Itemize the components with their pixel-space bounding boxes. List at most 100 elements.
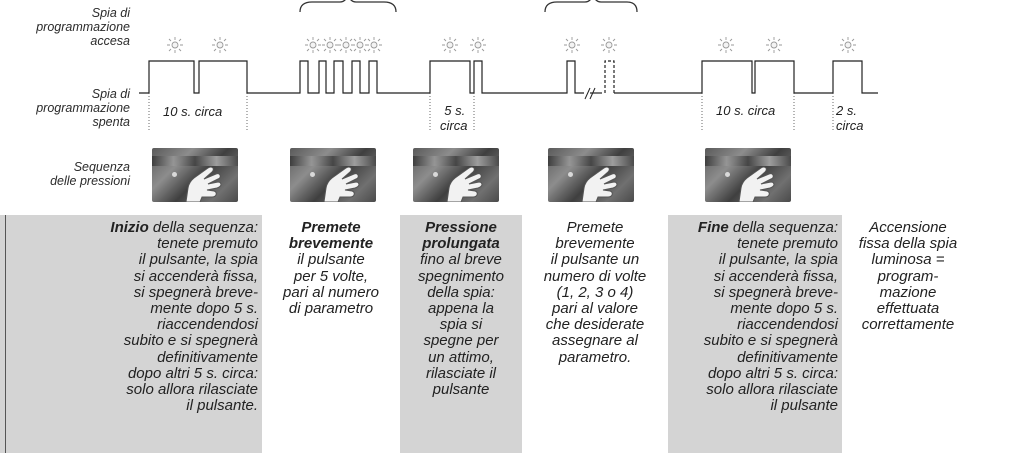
description-line: riaccendendosi	[20, 317, 258, 333]
description-emphasis: Inizio	[110, 219, 149, 236]
description-line: si accenderà fissa,	[672, 267, 838, 285]
led-off-label: Spia di programmazione spenta	[36, 87, 130, 129]
panel-bg-white	[262, 215, 400, 453]
description-line: definitivamente	[672, 349, 838, 366]
description-line: effettuata	[842, 300, 974, 317]
description-line: riaccendendosi	[672, 317, 838, 333]
description-line: fissa della spia	[842, 236, 974, 252]
description-line: dopo altri 5 s. circa:	[672, 364, 838, 382]
duration-label-3: 10 s. circa	[716, 103, 776, 118]
description-line: il pulsante, la spia	[20, 252, 258, 268]
description-line: program-	[842, 267, 974, 285]
button-press-photo	[290, 148, 376, 202]
description-text: della sequenza:	[148, 219, 258, 236]
description-text: solo allora rilasciate	[126, 381, 258, 399]
description-line: il pulsante.	[20, 398, 258, 414]
description-line: luminosa =	[842, 252, 974, 268]
led-waveform	[139, 60, 584, 94]
description-text: appena la	[428, 300, 494, 318]
description-text: dopo altri 5 s. circa:	[127, 364, 258, 382]
description-line: fino al breve	[400, 252, 522, 268]
button-press-photo	[152, 148, 238, 202]
description-line: si accenderà fissa,	[20, 267, 258, 285]
description-text: il pulsante.	[186, 397, 258, 415]
description-text: Accensione	[869, 219, 947, 236]
description-text: brevemente	[555, 235, 635, 253]
duration-label-4: 2 s. circa	[836, 103, 864, 133]
description-text: spia si	[439, 316, 483, 334]
description-text: si spegnerà breve-	[713, 283, 838, 301]
description-line: un attimo,	[400, 349, 522, 366]
description-emphasis: Fine	[697, 219, 729, 236]
description-text: fissa della spia	[858, 235, 958, 253]
description-line: Fine della sequenza:	[672, 219, 838, 236]
description-text: tenete premuto	[737, 235, 838, 253]
description-text: luminosa =	[871, 251, 945, 269]
led-waveform-end	[614, 60, 878, 94]
led-waveform-dashed	[604, 60, 615, 93]
description-line: Inizio della sequenza:	[20, 219, 258, 236]
description-text: per 5 volte,	[293, 267, 369, 285]
description-text: dopo altri 5 s. circa:	[707, 364, 838, 382]
description-line: subito e si spegnerà	[20, 333, 258, 349]
description-line: spegne per	[400, 333, 522, 349]
description-line: pulsante	[400, 381, 522, 398]
break-mark	[584, 87, 591, 100]
description-text: program-	[877, 267, 939, 285]
button-press-photo	[705, 148, 791, 202]
description-line: assegnare al	[522, 333, 668, 349]
description-line: solo allora rilasciate	[20, 381, 258, 399]
hand-pressing-button-icon	[581, 166, 618, 202]
description-text: di parametro	[288, 300, 374, 318]
description-text: solo allora rilasciate	[706, 381, 838, 399]
description-text: il pulsante un	[550, 251, 640, 269]
description-line: Pressione	[400, 219, 522, 236]
duration-label-2: 5 s. circa	[440, 103, 468, 133]
description-text: della sequenza:	[728, 219, 838, 236]
description-text: spegnimento	[418, 267, 504, 285]
description-text: della spia:	[427, 283, 495, 301]
description-text: Premete	[566, 219, 624, 236]
hand-pressing-button-icon	[185, 166, 222, 202]
description-line: solo allora rilasciate	[672, 381, 838, 399]
description-text: mazione	[879, 283, 937, 301]
description-line: mente dopo 5 s.	[20, 300, 258, 318]
description-text: che desiderate	[545, 316, 645, 334]
description-line: brevemente	[262, 236, 400, 252]
description-text: assegnare al	[552, 332, 638, 350]
description-text: mente dopo 5 s.	[150, 300, 258, 318]
hand-pressing-button-icon	[446, 166, 483, 202]
press-sequence-label: Sequenza delle pressioni	[50, 160, 130, 188]
description-text: si accenderà fissa,	[133, 267, 258, 285]
description-line: rilasciate il	[400, 365, 522, 382]
description-emphasis: prolungata	[422, 235, 500, 253]
break-mark	[589, 87, 596, 100]
description-line: mente dopo 5 s.	[672, 300, 838, 317]
description-line: pari al valore	[522, 300, 668, 317]
description-text: il pulsante	[297, 251, 365, 269]
description-line: dopo altri 5 s. circa:	[20, 364, 258, 382]
description-text: pari al numero	[283, 283, 379, 301]
description-line: spegnimento	[400, 267, 522, 285]
description-text: si accenderà fissa,	[713, 267, 838, 285]
description-line: numero di volte	[522, 268, 668, 285]
led-on-label: Spia di programmazione accesa	[36, 6, 130, 48]
description-line: che desiderate	[522, 317, 668, 333]
description-text: si spegnerà breve-	[133, 283, 258, 301]
description-line: appena la	[400, 300, 522, 318]
description-emphasis: Premete	[301, 219, 361, 236]
hand-pressing-button-icon	[323, 166, 360, 202]
description-line: subito e si spegnerà	[672, 333, 838, 349]
description-line: pari al numero	[262, 283, 400, 301]
divider	[5, 215, 6, 453]
description-line: si spegnerà breve-	[672, 283, 838, 301]
hand-pressing-button-icon	[738, 166, 775, 202]
led-glow-icons	[167, 37, 856, 53]
description-emphasis: brevemente	[288, 235, 374, 253]
description-line: mazione	[842, 283, 974, 301]
brace-left	[299, 0, 397, 13]
